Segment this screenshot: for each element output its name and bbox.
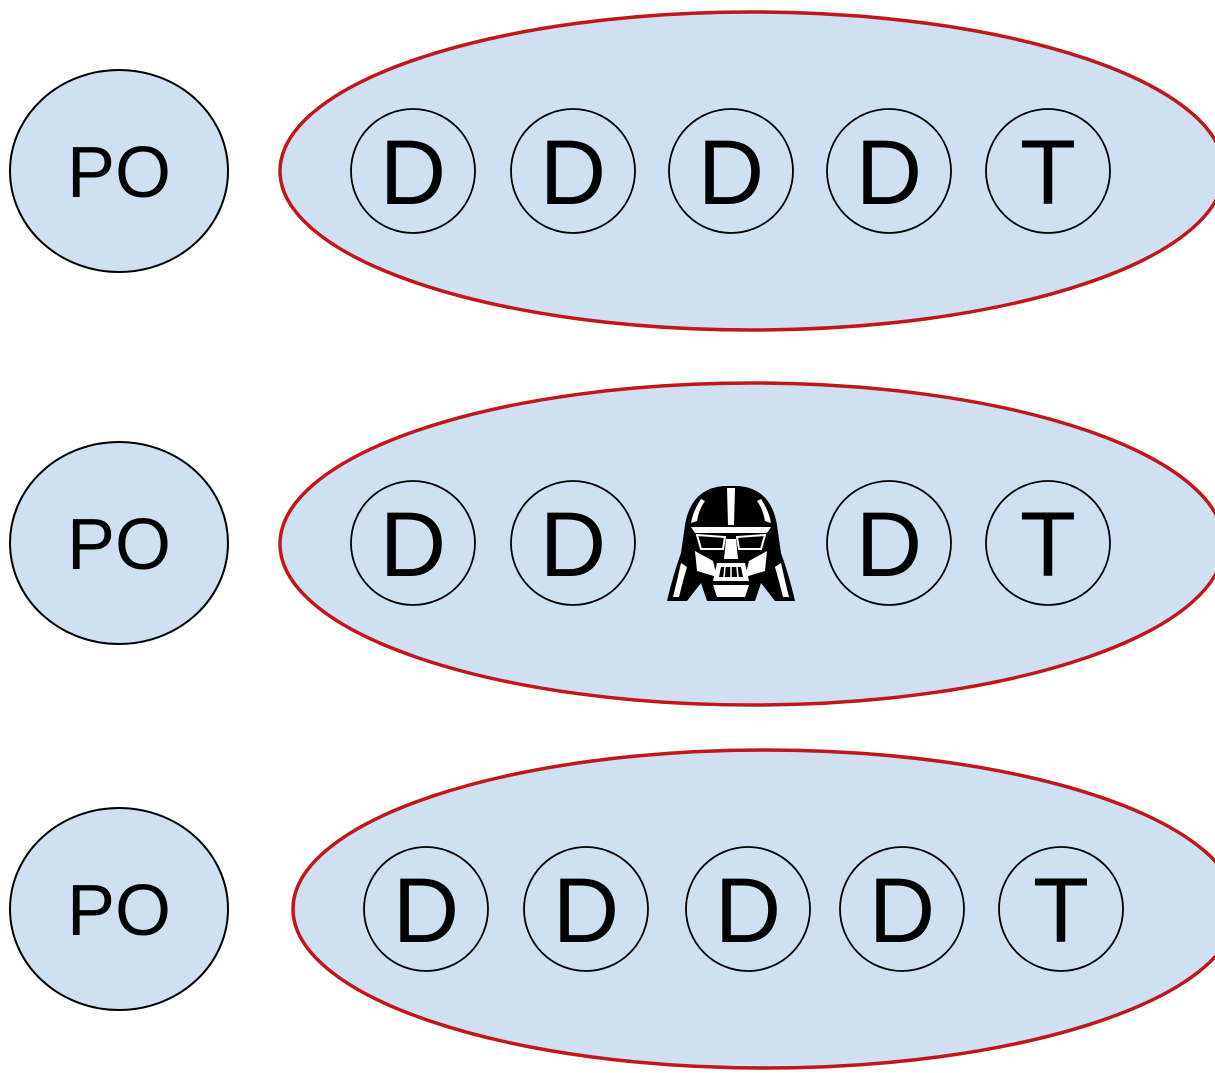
member-circle <box>826 480 952 606</box>
member-label: T <box>1020 494 1076 596</box>
member-circle <box>363 846 489 972</box>
darth-vader-helmet-icon <box>667 486 795 601</box>
row-2: PO D D <box>9 381 1215 707</box>
member-label: D <box>393 860 459 962</box>
member-label: D <box>869 860 935 962</box>
member-label: D <box>380 122 446 224</box>
member-label: D <box>715 860 781 962</box>
member-circle <box>985 108 1111 234</box>
member-circle <box>826 108 952 234</box>
row-3: PO D D D D T <box>9 748 1215 1070</box>
po-circle <box>9 441 229 645</box>
po-circle <box>9 69 229 273</box>
po-label: PO <box>67 871 171 951</box>
po-label: PO <box>67 133 171 213</box>
team-ellipse <box>278 10 1215 332</box>
member-circle <box>668 108 794 234</box>
member-circle <box>350 108 476 234</box>
member-label: T <box>1020 122 1076 224</box>
member-label: D <box>380 494 446 596</box>
member-label: D <box>698 122 764 224</box>
member-label: T <box>1033 860 1089 962</box>
member-circle <box>998 846 1124 972</box>
team-ellipse <box>291 748 1215 1070</box>
member-label: D <box>553 860 619 962</box>
member-label: D <box>540 494 606 596</box>
member-label: D <box>540 122 606 224</box>
member-circle <box>985 480 1111 606</box>
member-circle <box>685 846 811 972</box>
po-circle <box>9 807 229 1011</box>
member-label: D <box>856 494 922 596</box>
member-circle <box>350 480 476 606</box>
po-label: PO <box>67 505 171 585</box>
member-label: D <box>856 122 922 224</box>
member-circle <box>839 846 965 972</box>
member-circle <box>510 480 636 606</box>
member-circle <box>523 846 649 972</box>
member-circle <box>510 108 636 234</box>
row-1: PO D D D D T <box>9 10 1215 332</box>
